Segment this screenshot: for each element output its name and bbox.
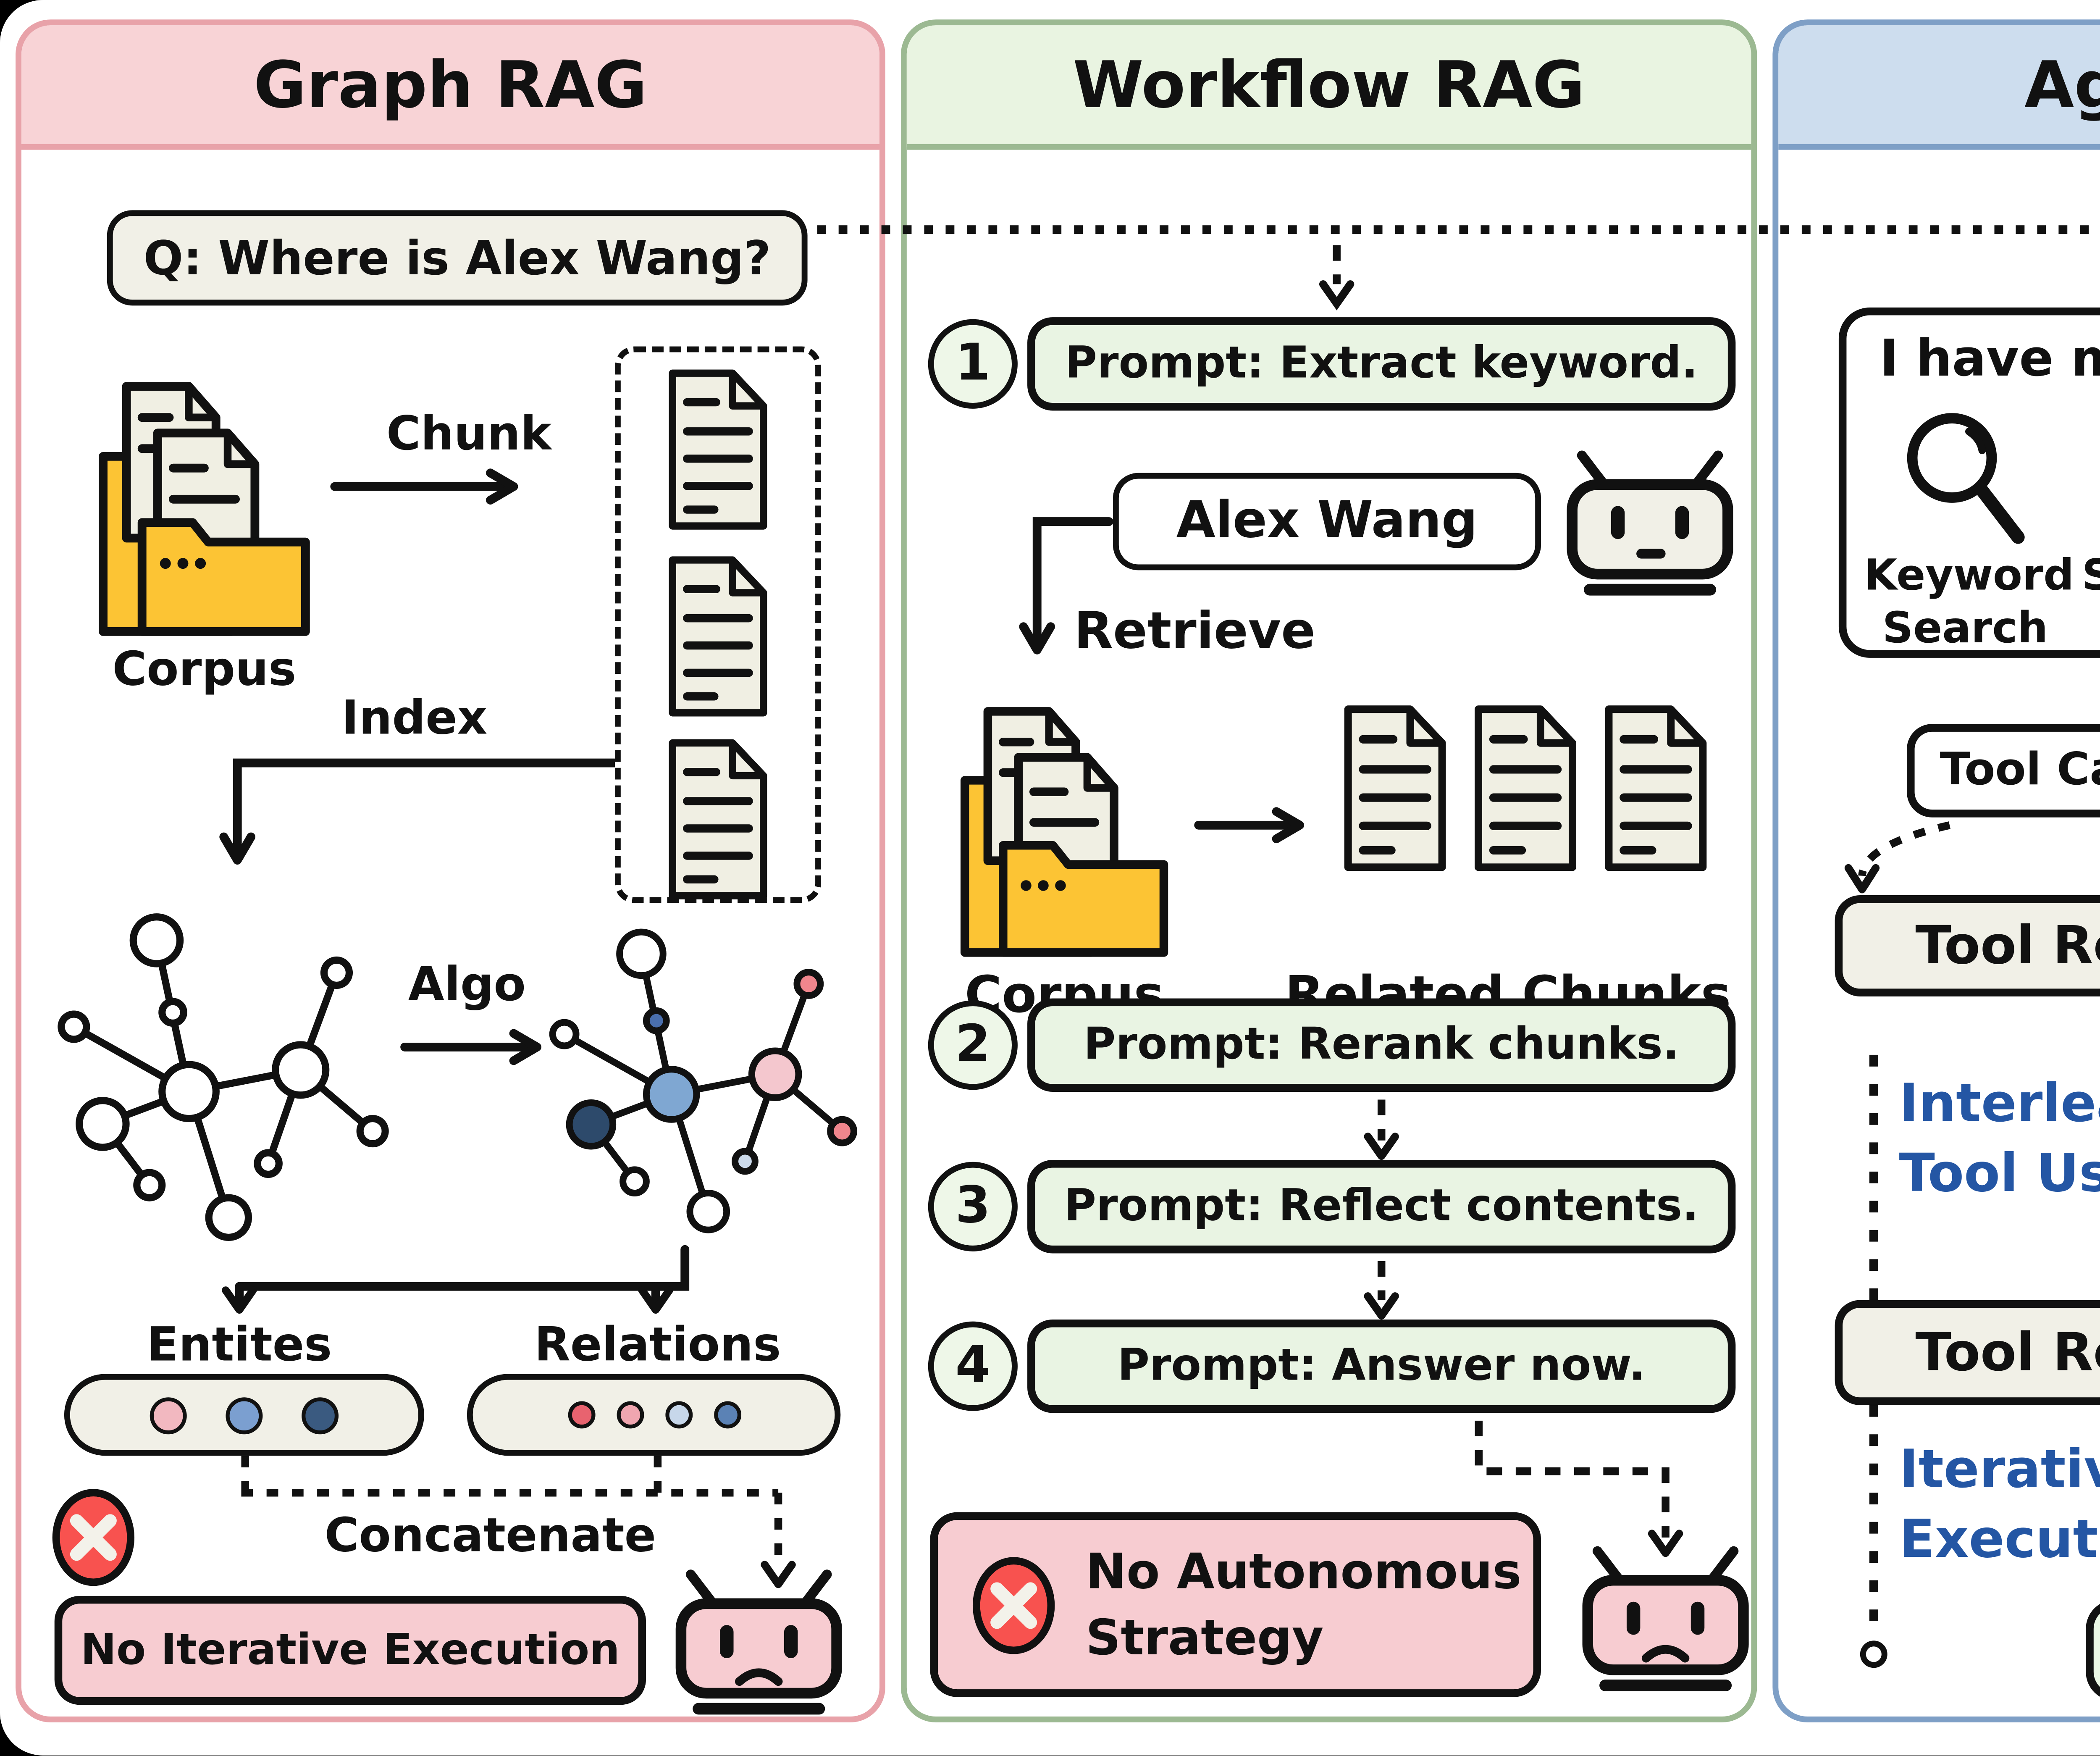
entities-pill — [64, 1374, 424, 1456]
related-chunk-doc — [1599, 693, 1712, 883]
workflow-rag-title: Workflow RAG — [1073, 47, 1585, 123]
tool-response-2-text: Tool Response — [1915, 1322, 2100, 1383]
graph-rag-title: Graph RAG — [253, 47, 648, 123]
interleaved-label-1: Interleaved — [1899, 1074, 2100, 1135]
step-circle-1: 1 — [928, 319, 1018, 409]
relation-dot — [713, 1401, 740, 1429]
corpus-label: Corpus — [112, 642, 297, 697]
step-3-prompt: Prompt: Reflect contents. — [1027, 1160, 1736, 1254]
retrieve-label: Retrieve — [1074, 603, 1315, 662]
step-2-prompt: Prompt: Rerank chunks. — [1027, 998, 1736, 1092]
step-circle-2: 2 — [928, 1000, 1018, 1090]
algo-label: Algo — [408, 957, 526, 1012]
chunk-doc-icon — [658, 553, 778, 720]
interfaces-heading: I have multiple interfaces. — [1880, 331, 2100, 389]
step-4-text: Prompt: Answer now. — [1117, 1341, 1646, 1392]
interface-label-semantic-1: Semantic — [2082, 553, 2100, 602]
relation-dot — [616, 1401, 643, 1429]
step-2-text: Prompt: Rerank chunks. — [1084, 1020, 1680, 1070]
question-box: Q: Where is Alex Wang? — [107, 210, 808, 306]
step-number: 4 — [955, 1337, 991, 1396]
sad-robot-icon — [1572, 1545, 1759, 1693]
x-circle-icon — [969, 1554, 1058, 1655]
relations-label: Relations — [534, 1317, 781, 1372]
entities-label: Entites — [147, 1317, 332, 1372]
interleaved-label-2: Tool Use — [1899, 1144, 2100, 1205]
tool-response-1-text: Tool Response — [1915, 915, 2100, 976]
truly-agentic-rag-box: Truly Agentic RAG — [2086, 1600, 2100, 1701]
no-iterative-execution-text: No Iterative Execution — [80, 1626, 620, 1675]
tool-response-2-box: Tool Response — [1835, 1300, 2100, 1405]
interface-label-keyword-1: Keyword — [1864, 552, 2074, 602]
iterative-label-2: Execution — [1899, 1510, 2100, 1571]
step-circle-4: 4 — [928, 1321, 1018, 1411]
step-1-prompt: Prompt: Extract keyword. — [1027, 317, 1736, 411]
index-label: Index — [341, 691, 488, 746]
step-number: 2 — [955, 1016, 991, 1075]
step-number: 1 — [955, 334, 991, 393]
keyword-text: Alex Wang — [1176, 492, 1478, 551]
relation-dot — [664, 1401, 692, 1429]
step-1-text: Prompt: Extract keyword. — [1065, 339, 1698, 389]
no-autonomous-line1: No Autonomous — [1086, 1543, 1522, 1599]
knowledge-graph-colored — [549, 928, 857, 1233]
iterative-label-1: Iterative — [1899, 1440, 2100, 1501]
chunk-label: Chunk — [386, 407, 552, 461]
step-4-prompt: Prompt: Answer now. — [1027, 1319, 1736, 1413]
corpus-icon — [87, 366, 321, 648]
tool-call-1-text: Tool Call: Keyword_Search(Alex) — [1940, 745, 2100, 796]
related-chunk-doc — [1469, 693, 1582, 883]
x-circle-icon — [49, 1487, 138, 1588]
workflow-rag-header: Workflow RAG — [906, 25, 1751, 150]
magnifier-icon — [1907, 413, 2025, 544]
sad-robot-icon — [665, 1569, 852, 1717]
step-3-text: Prompt: Reflect contents. — [1064, 1181, 1699, 1232]
knowledge-graph-plain — [58, 913, 389, 1241]
no-autonomous-line2: Strategy — [1086, 1608, 1324, 1665]
step-number: 3 — [955, 1177, 991, 1236]
no-iterative-execution-box: No Iterative Execution — [54, 1596, 646, 1705]
question-text: Q: Where is Alex Wang? — [143, 230, 771, 285]
no-autonomous-strategy-box: No Autonomous Strategy — [930, 1512, 1541, 1697]
chunk-doc-icon — [658, 366, 778, 533]
keyword-box: Alex Wang — [1113, 473, 1541, 570]
interfaces-box — [1838, 307, 2100, 658]
chunk-doc-icon — [658, 736, 778, 903]
agentic-rag-title: Agentic RAG (A-RAG) — [2024, 47, 2100, 123]
corpus-icon — [950, 691, 1179, 969]
step-circle-3: 3 — [928, 1162, 1018, 1251]
entity-dot — [302, 1396, 339, 1433]
relations-pill — [467, 1374, 841, 1456]
tool-response-1-box: Tool Response — [1835, 895, 2100, 996]
interface-label-keyword-2: Search — [1882, 605, 2048, 654]
related-chunk-doc — [1339, 693, 1452, 883]
entity-dot — [150, 1396, 187, 1433]
neutral-robot-icon — [1557, 450, 1743, 597]
interface-label-semantic-2: Search — [2082, 605, 2100, 654]
concatenate-label: Concatenate — [324, 1508, 656, 1563]
tool-call-1-box: Tool Call: Keyword_Search(Alex) — [1907, 724, 2100, 818]
relation-dot — [567, 1401, 595, 1429]
agentic-rag-header: Agentic RAG (A-RAG) — [1778, 25, 2100, 150]
graph-rag-header: Graph RAG — [21, 25, 879, 150]
entity-dot — [226, 1396, 263, 1433]
